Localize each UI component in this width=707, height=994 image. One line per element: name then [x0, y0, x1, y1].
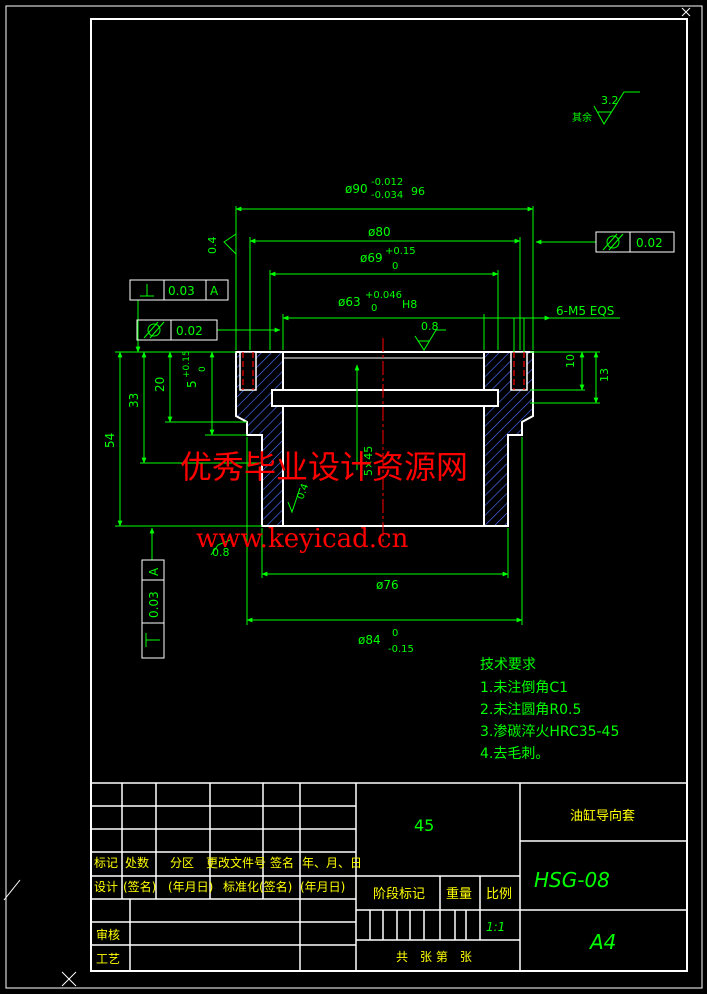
- dim-5-lower: 0: [198, 366, 208, 372]
- review-label: 审核: [96, 927, 120, 942]
- surface-r04: 0.4: [206, 237, 219, 255]
- tol-perp-top-datum: A: [210, 284, 219, 298]
- dim-13: 13: [598, 368, 611, 382]
- sheets-label: 共 张 第 张: [396, 950, 472, 964]
- dim-holes: 6-M5 EQS: [556, 304, 614, 318]
- dim-outer-dia: ø90: [345, 182, 368, 196]
- standard-date: (年月日): [300, 880, 345, 894]
- tol-perp-top-value: 0.03: [168, 284, 195, 298]
- dim-33: 33: [127, 393, 141, 408]
- standard-label: 标准化: [223, 880, 259, 894]
- dim-dia63: ø63: [338, 295, 361, 309]
- surface-r08-bottom: 0.8: [212, 546, 230, 559]
- dim-outer-dia-fit: 96: [411, 185, 425, 198]
- dim-5: 5: [185, 380, 199, 388]
- dim-5-upper: +0.15: [182, 350, 192, 378]
- tech-req-item-4: 4.去毛刺。: [480, 746, 549, 762]
- dim-dia63-lower: 0: [371, 303, 377, 314]
- dim-dia84: ø84: [358, 633, 381, 647]
- design-label: 设计: [94, 880, 118, 894]
- part-name: 油缸导向套: [570, 808, 635, 824]
- surface-r04-inner: 0.4: [295, 482, 311, 501]
- dim-dia84-upper: 0: [392, 628, 398, 639]
- dim-5x45: 5×45: [362, 446, 375, 476]
- design-date: (年月日): [168, 880, 213, 894]
- title-block-text: 45 油缸导向套 HSG-08 A4 1:1 标记 处数 分区 更改文件号 签名…: [94, 808, 635, 966]
- watermark-line-1: 优秀毕业设计资源网: [180, 448, 468, 486]
- design-sign: (签名): [123, 879, 156, 894]
- scale-value: 1:1: [486, 920, 505, 934]
- surface-rest-value: 3.2: [601, 94, 619, 107]
- tolerance-frames: [129, 231, 675, 659]
- part-section: [235, 338, 534, 545]
- ratio-label: 比例: [486, 887, 512, 902]
- paper-size: A4: [588, 930, 616, 954]
- dim-dia63-fit: H8: [402, 298, 417, 311]
- dimension-texts: ø90 -0.012 -0.034 96 ø80 ø69 +0.15 0 ø63…: [103, 94, 663, 655]
- drawing-number: HSG-08: [534, 868, 610, 892]
- dimension-lines: [115, 206, 620, 625]
- dim-dia84-lower: -0.15: [388, 644, 414, 655]
- dim-dia69-upper: +0.15: [385, 246, 416, 257]
- header-date: 年、月、日: [302, 856, 362, 870]
- dim-dia63-upper: +0.046: [365, 290, 402, 301]
- header-doc: 更改文件号: [206, 855, 266, 870]
- stage-label: 阶段标记: [373, 887, 425, 902]
- tol-perp-bottom-datum: A: [147, 567, 161, 576]
- weight-label: 重量: [446, 886, 472, 902]
- dim-dia80: ø80: [368, 225, 391, 239]
- dim-10: 10: [564, 354, 577, 368]
- tech-req-title: 技术要求: [480, 657, 536, 673]
- material: 45: [414, 816, 434, 835]
- process-label: 工艺: [96, 952, 120, 966]
- tol-cyl-right-value: 0.02: [636, 236, 663, 250]
- tech-req-item-3: 3.渗碳淬火HRC35-45: [480, 724, 619, 740]
- header-mark: 标记: [94, 856, 118, 870]
- standard-sign: (签名): [259, 879, 292, 894]
- tech-req-item-1: 1.未注倒角C1: [480, 680, 568, 696]
- dim-outer-dia-lower: -0.034: [371, 190, 403, 201]
- header-zone: 分区: [170, 856, 194, 870]
- title-block: [90, 782, 688, 972]
- surface-r08-top: 0.8: [421, 320, 439, 333]
- header-count: 处数: [125, 855, 149, 870]
- tech-req-item-2: 2.未注圆角R0.5: [480, 702, 581, 718]
- dim-dia69: ø69: [360, 251, 383, 265]
- surface-finish-symbols: [210, 91, 640, 556]
- technical-requirements: 技术要求 1.未注倒角C1 2.未注圆角R0.5 3.渗碳淬火HRC35-45 …: [480, 657, 619, 762]
- header-sign: 签名: [270, 855, 294, 870]
- tol-cyl-left-value: 0.02: [176, 324, 203, 338]
- dim-54: 54: [103, 433, 117, 448]
- surface-rest-label: 其余: [572, 111, 592, 124]
- dim-dia76: ø76: [376, 578, 399, 592]
- tol-perp-bottom-value: 0.03: [147, 591, 161, 618]
- dim-dia69-lower: 0: [392, 261, 398, 272]
- dim-20: 20: [153, 377, 167, 392]
- dim-outer-dia-upper: -0.012: [371, 177, 403, 188]
- watermark-line-2: www.keyicad.cn: [196, 524, 409, 554]
- watermark: 优秀毕业设计资源网 www.keyicad.cn: [180, 448, 468, 554]
